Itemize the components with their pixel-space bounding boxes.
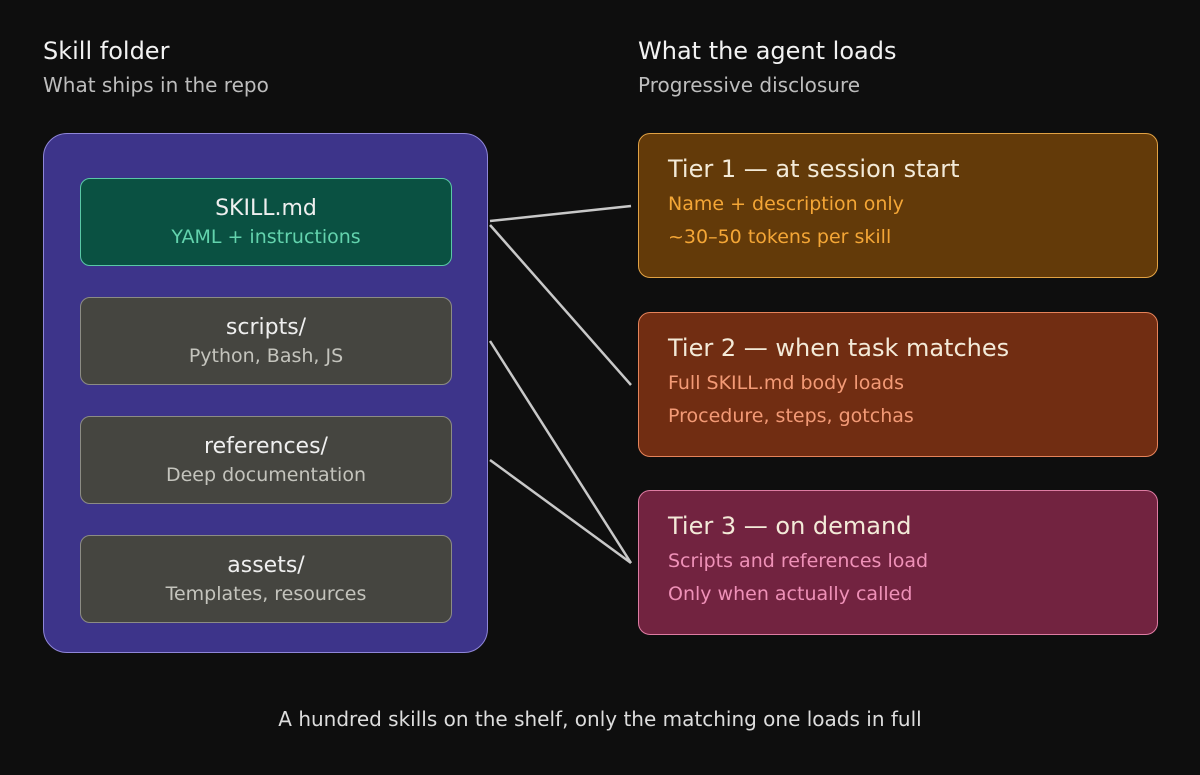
skill-md-item: SKILL.md YAML + instructions <box>80 178 452 266</box>
right-panel-subtitle: Progressive disclosure <box>638 73 861 97</box>
connector-skill-md-to-tier1 <box>489 204 632 223</box>
tier-2-line-1: Full SKILL.md body loads <box>668 372 905 394</box>
tier-1-title: Tier 1 — at session start <box>668 155 960 183</box>
tier-1-line-1: Name + description only <box>668 193 904 215</box>
connector-scripts-to-tier3 <box>488 340 633 564</box>
tier-1-box: Tier 1 — at session start Name + descrip… <box>638 133 1158 278</box>
tier-2-line-2: Procedure, steps, gotchas <box>668 405 914 427</box>
scripts-name: scripts/ <box>225 315 307 340</box>
tier-3-box: Tier 3 — on demand Scripts and reference… <box>638 490 1158 635</box>
connector-references-to-tier3 <box>489 458 632 565</box>
right-panel-title: What the agent loads <box>638 37 897 65</box>
assets-name: assets/ <box>227 553 305 578</box>
tier-3-line-1: Scripts and references load <box>668 550 929 572</box>
tier-1-line-2: ~30–50 tokens per skill <box>668 226 892 248</box>
references-name: references/ <box>204 434 328 459</box>
tier-3-line-2: Only when actually called <box>668 583 913 605</box>
references-detail: Deep documentation <box>165 464 366 486</box>
scripts-detail: Python, Bash, JS <box>188 345 344 367</box>
tier-2-box: Tier 2 — when task matches Full SKILL.md… <box>638 312 1158 457</box>
tier-3-title: Tier 3 — on demand <box>668 512 912 540</box>
skill-md-name: SKILL.md <box>215 196 317 221</box>
connector-skill-md-to-tier2 <box>489 224 632 386</box>
tier-2-title: Tier 2 — when task matches <box>668 334 1010 362</box>
references-item: references/ Deep documentation <box>80 416 452 504</box>
scripts-item: scripts/ Python, Bash, JS <box>80 297 452 385</box>
assets-item: assets/ Templates, resources <box>80 535 452 623</box>
left-panel-title: Skill folder <box>43 37 170 65</box>
diagram-caption: A hundred skills on the shelf, only the … <box>278 707 922 731</box>
skill-md-detail: YAML + instructions <box>171 226 361 248</box>
left-panel-subtitle: What ships in the repo <box>43 73 269 97</box>
assets-detail: Templates, resources <box>165 583 367 605</box>
